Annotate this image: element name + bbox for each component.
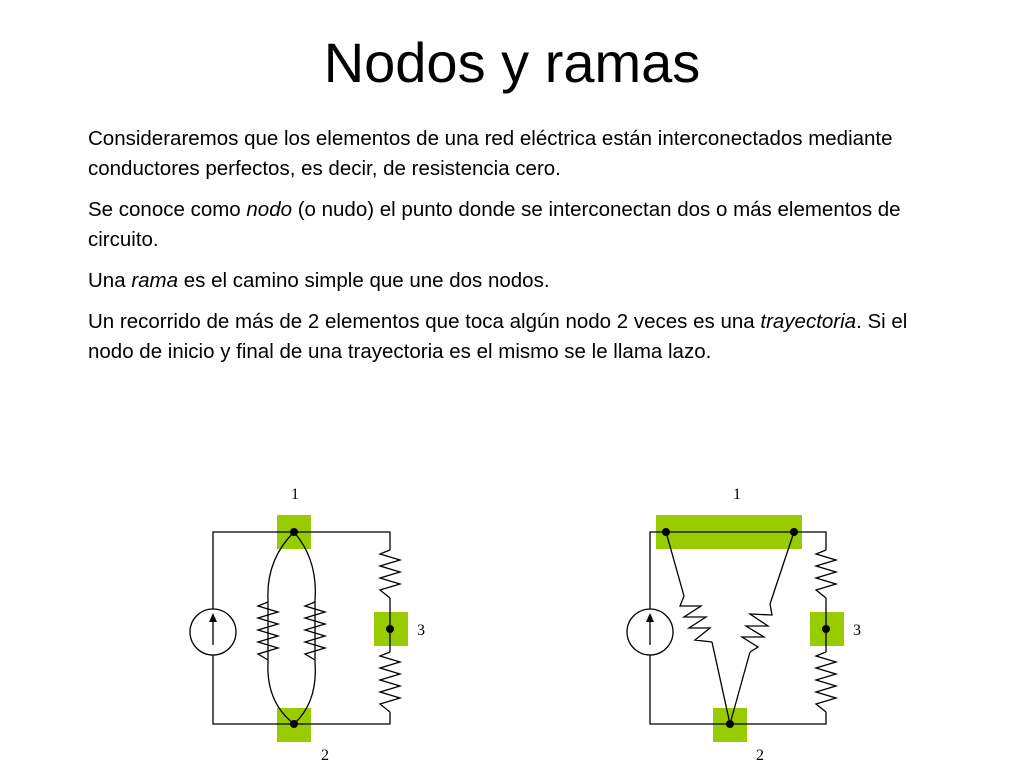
node-label-2: 2: [756, 747, 764, 764]
node-2-dot: [726, 720, 734, 728]
wire-right-bottom: [294, 712, 391, 725]
resistor-inner-left: [255, 601, 281, 661]
branch-right-diag-bottom: [729, 651, 751, 725]
resistor-right-bottom: [377, 651, 403, 713]
node-2-dot: [290, 720, 298, 728]
node-label-2: 2: [321, 747, 329, 764]
paragraph-text: . Si el nodo de inicio y final de una tr…: [88, 310, 908, 363]
paragraph-text: Se conoce como: [88, 198, 247, 221]
term-rama: rama: [131, 269, 179, 292]
paragraph-text: Una: [88, 269, 132, 292]
circuit-right: [626, 515, 844, 742]
node-label-1: 1: [291, 486, 299, 503]
branch-right-diag-top: [769, 531, 795, 605]
paragraph-branch: Una rama es el camino simple que une dos…: [88, 266, 956, 296]
node-1-dot-right: [790, 528, 798, 536]
resistor-diag-left: [679, 595, 713, 643]
wire-right-top: [294, 531, 391, 550]
slide-body: Consideraremos que los elementos de una …: [88, 124, 956, 378]
node-1-dot-left: [662, 528, 670, 536]
branch-right-inner: [293, 531, 316, 725]
node-3-dot: [386, 625, 394, 633]
paragraph-text: Consideraremos que los elementos de una …: [88, 127, 893, 180]
wire-right-top: [794, 531, 827, 550]
paragraph-text: (o nudo) el punto donde se interconectan…: [88, 198, 901, 251]
node-label-3: 3: [853, 622, 861, 639]
branch-left-diag-top: [665, 531, 685, 597]
node-label-1: 1: [733, 486, 741, 503]
resistor-inner-right: [302, 601, 328, 661]
paragraph-definition: Consideraremos que los elementos de una …: [88, 124, 956, 184]
branch-left-inner: [267, 531, 295, 725]
resistor-right-bottom: [813, 651, 839, 713]
circuit-left: [189, 515, 408, 742]
resistor-right-top: [377, 549, 403, 599]
paragraph-text: Un recorrido de más de 2 elementos que t…: [88, 310, 761, 333]
node-1-dot: [290, 528, 298, 536]
wire-right-bottom: [730, 712, 827, 725]
node-3-dot: [822, 625, 830, 633]
resistor-right-top: [813, 549, 839, 599]
slide-title: Nodos y ramas: [323, 31, 701, 94]
node-label-3: 3: [417, 622, 425, 639]
branch-left-diag-bottom: [711, 641, 731, 725]
paragraph-text: es el camino simple que une dos nodos.: [178, 269, 550, 292]
term-trayectoria: trayectoria: [760, 310, 857, 333]
paragraph-node: Se conoce como nodo (o nudo) el punto do…: [88, 195, 956, 255]
resistor-diag-right: [739, 603, 773, 653]
term-nodo: nodo: [246, 198, 293, 221]
paragraph-path: Un recorrido de más de 2 elementos que t…: [88, 307, 956, 367]
arrow-head-icon: [209, 613, 217, 622]
arrow-head-icon: [646, 613, 654, 622]
